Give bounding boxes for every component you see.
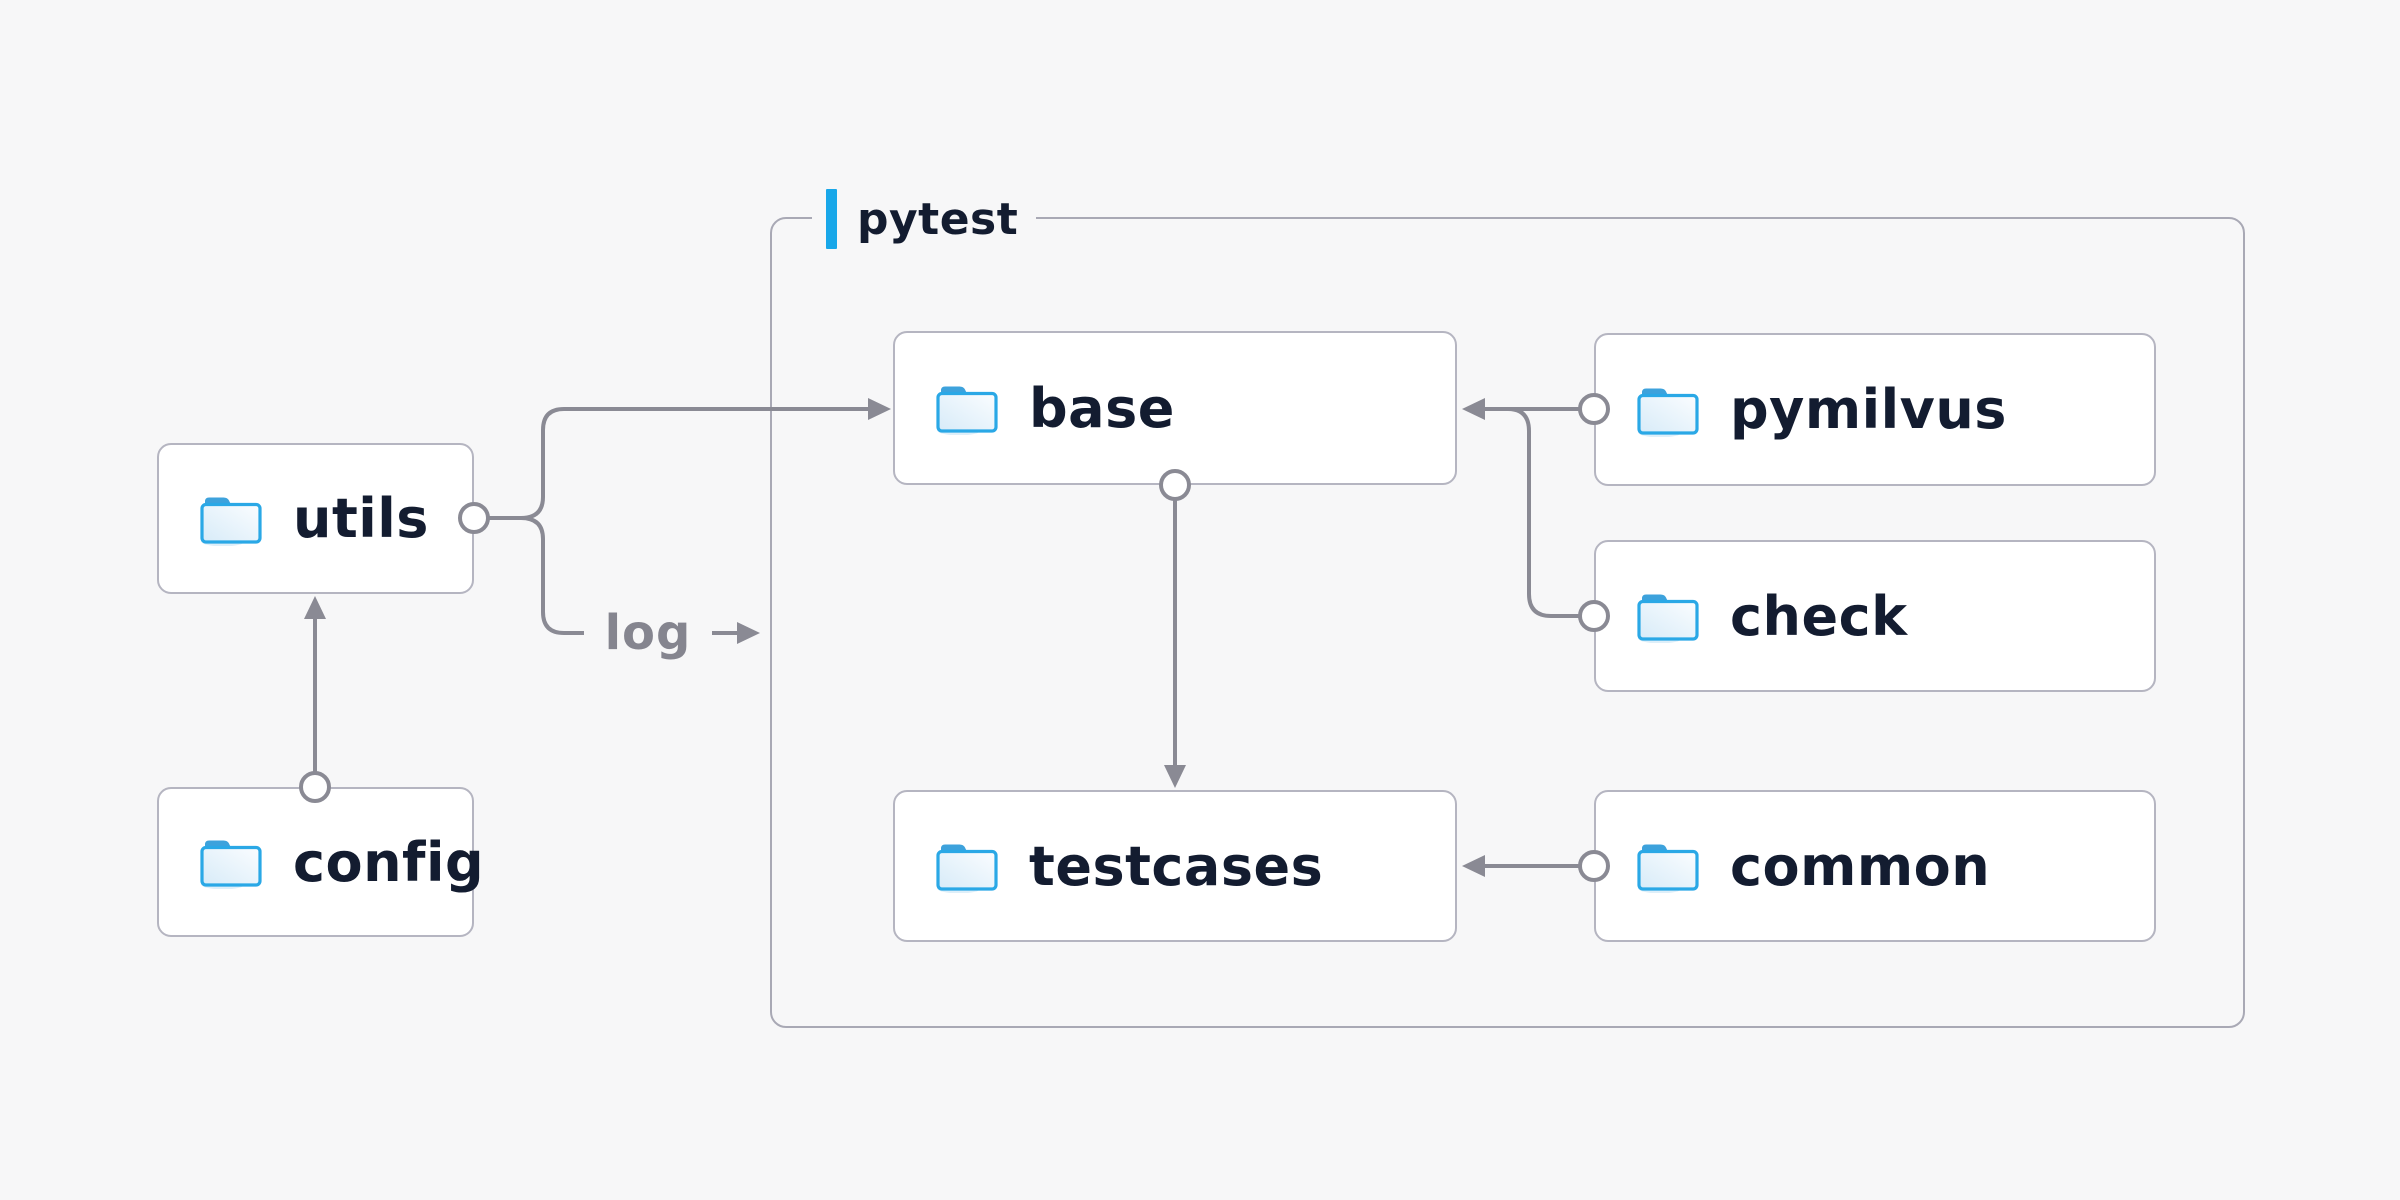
folder-icon [1637, 388, 1699, 437]
folder-icon [936, 386, 998, 435]
node-label: utils [293, 487, 429, 550]
folder-icon [1637, 844, 1699, 893]
node-config: config [157, 787, 484, 937]
node-label: testcases [1029, 834, 1324, 898]
node-label: pymilvus [1730, 378, 2007, 441]
node-base: base [893, 331, 1457, 485]
pytest-group-label: pytest [812, 187, 1037, 251]
folder-icon [200, 840, 262, 889]
node-label: base [1029, 376, 1175, 440]
folder-icon [200, 497, 262, 546]
arrowhead-log [737, 622, 760, 644]
node-label: config [293, 830, 485, 894]
accent-bar [826, 189, 837, 249]
node-utils: utils [157, 443, 474, 594]
edge-utils-to-log [520, 516, 584, 635]
node-label: common [1730, 834, 1991, 898]
edge-label-log: log [604, 605, 692, 661]
node-pymilvus: pymilvus [1594, 333, 2156, 486]
folder-icon [1637, 594, 1699, 643]
node-common: common [1594, 790, 2156, 942]
node-check: check [1594, 540, 2156, 692]
folder-icon [936, 844, 998, 893]
pytest-group: pytest [770, 187, 2245, 1028]
group-title: pytest [857, 193, 1019, 245]
arrowhead-config-to-utils [304, 596, 326, 619]
node-label: check [1730, 584, 1908, 648]
node-testcases: testcases [893, 790, 1457, 942]
